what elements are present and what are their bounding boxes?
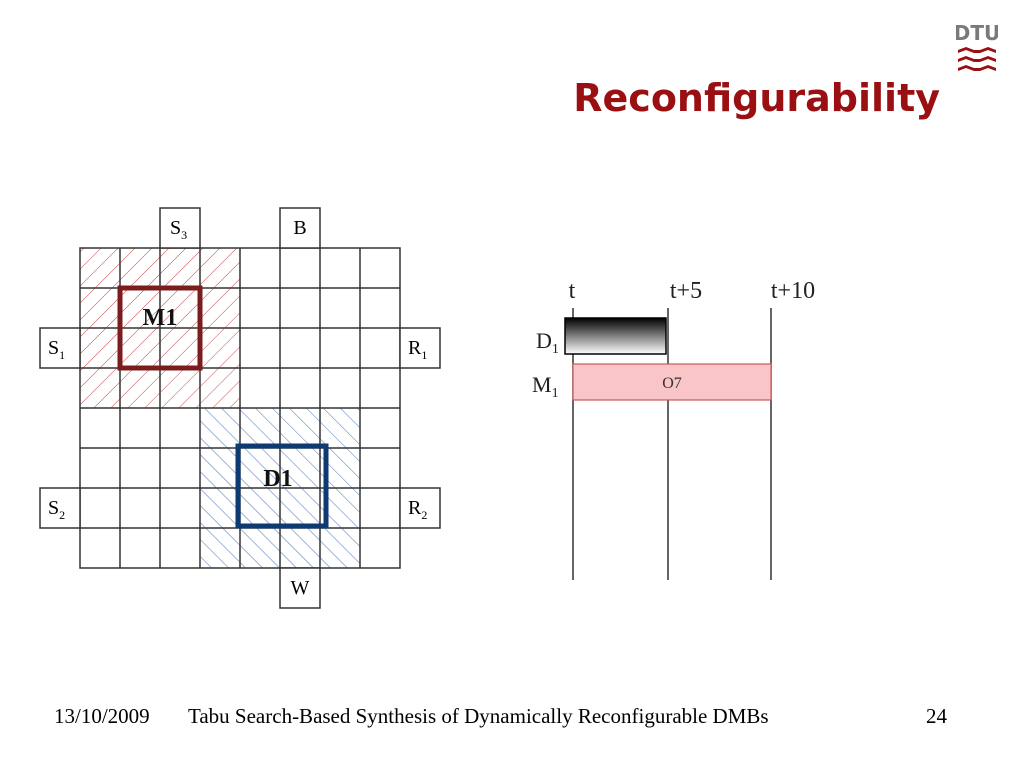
port-w: W <box>279 567 321 609</box>
module-d1-outline <box>235 443 329 529</box>
svg-text:R2: R2 <box>408 497 427 522</box>
logo-text: DTU <box>956 21 998 45</box>
port-r2-sub: 2 <box>421 508 427 522</box>
logo-waves-icon <box>958 47 996 71</box>
svg-text:R1: R1 <box>408 337 427 362</box>
port-s3-main: S <box>170 217 181 239</box>
footer-date: 13/10/2009 <box>54 704 150 728</box>
time-label-t: t <box>569 278 576 304</box>
o7-label: O7 <box>662 375 682 392</box>
biochip-diagram: S3 B S1 R1 S2 R2 W M1 D1 <box>39 207 441 609</box>
port-s3-sub: 3 <box>181 228 187 242</box>
footer-title: Tabu Search-Based Synthesis of Dynamical… <box>188 704 769 728</box>
port-r1-sub: 1 <box>421 348 427 362</box>
port-s1-main: S <box>48 337 59 359</box>
slide-title: Reconfigurability <box>573 76 940 120</box>
time-label-t10: t+10 <box>771 278 815 304</box>
d1-schedule-bar <box>564 317 667 355</box>
o7-schedule-bar <box>572 363 772 401</box>
port-s2-main: S <box>48 497 59 519</box>
svg-text:S3: S3 <box>170 217 187 242</box>
resource-label-m1: M1 <box>532 372 559 401</box>
port-s1: S1 <box>39 327 81 369</box>
dtu-logo: DTU <box>956 21 998 71</box>
port-s1-sub: 1 <box>59 348 65 362</box>
port-b-label: B <box>293 217 306 239</box>
schedule-diagram: t t+5 t+10 D1 M1 O7 <box>532 278 815 580</box>
footer-page-number: 24 <box>926 704 947 728</box>
resource-label-d1: D1 <box>536 328 559 357</box>
svg-text:S1: S1 <box>48 337 65 362</box>
port-b: B <box>279 207 321 249</box>
svg-text:S2: S2 <box>48 497 65 522</box>
port-r2-main: R <box>408 497 422 519</box>
module-d1-label: D1 <box>263 466 292 492</box>
port-r2: R2 <box>399 487 441 529</box>
module-m1-outline <box>117 285 203 371</box>
time-label-t5: t+5 <box>670 278 702 304</box>
port-r1-main: R <box>408 337 422 359</box>
module-m1-label: M1 <box>143 305 178 331</box>
port-s2: S2 <box>39 487 81 529</box>
port-s3: S3 <box>159 207 201 249</box>
port-r1: R1 <box>399 327 441 369</box>
port-w-label: W <box>291 577 310 599</box>
port-s2-sub: 2 <box>59 508 65 522</box>
